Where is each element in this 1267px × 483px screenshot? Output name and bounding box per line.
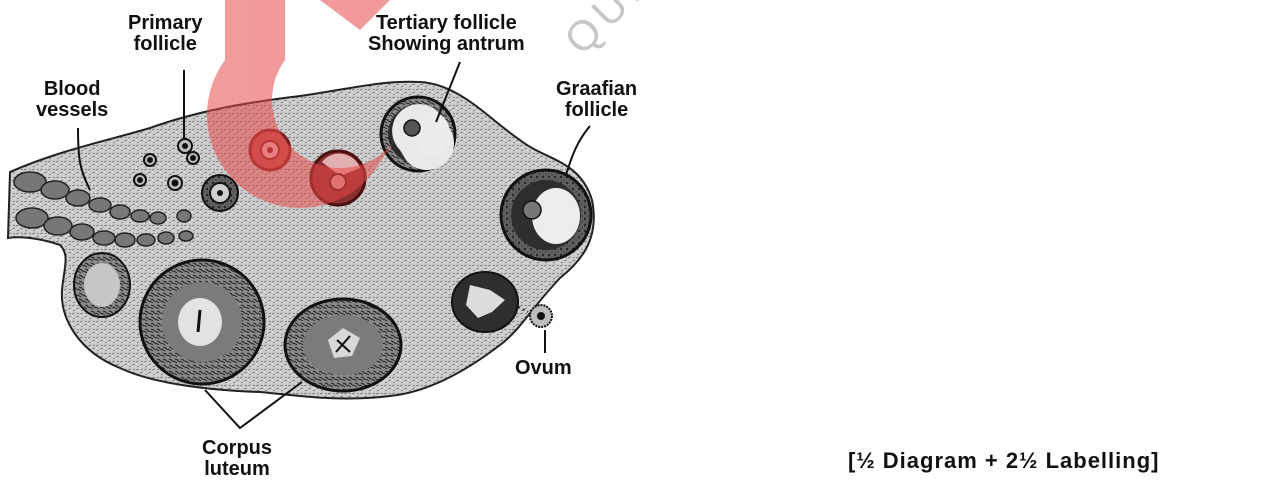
label-corpus-luteum: Corpus luteum bbox=[202, 438, 272, 480]
small-corpus bbox=[74, 253, 130, 317]
corpus-luteum-1 bbox=[140, 260, 264, 384]
label-tertiary-follicle: Tertiary follicle Showing antrum bbox=[368, 13, 525, 55]
label-blood-vessels: Blood vessels bbox=[36, 79, 108, 121]
label-primary-follicle: Primary follicle bbox=[128, 13, 203, 55]
marks-note: [½ Diagram + 2½ Labelling] bbox=[848, 448, 1159, 474]
tertiary-follicle bbox=[381, 97, 455, 171]
growing-follicle bbox=[202, 175, 238, 211]
corpus-luteum-2 bbox=[285, 299, 401, 391]
graafian-follicle bbox=[501, 170, 591, 260]
label-graafian-follicle: Graafian follicle bbox=[556, 79, 637, 121]
label-ovum: Ovum bbox=[515, 358, 572, 379]
ovum bbox=[530, 305, 552, 327]
